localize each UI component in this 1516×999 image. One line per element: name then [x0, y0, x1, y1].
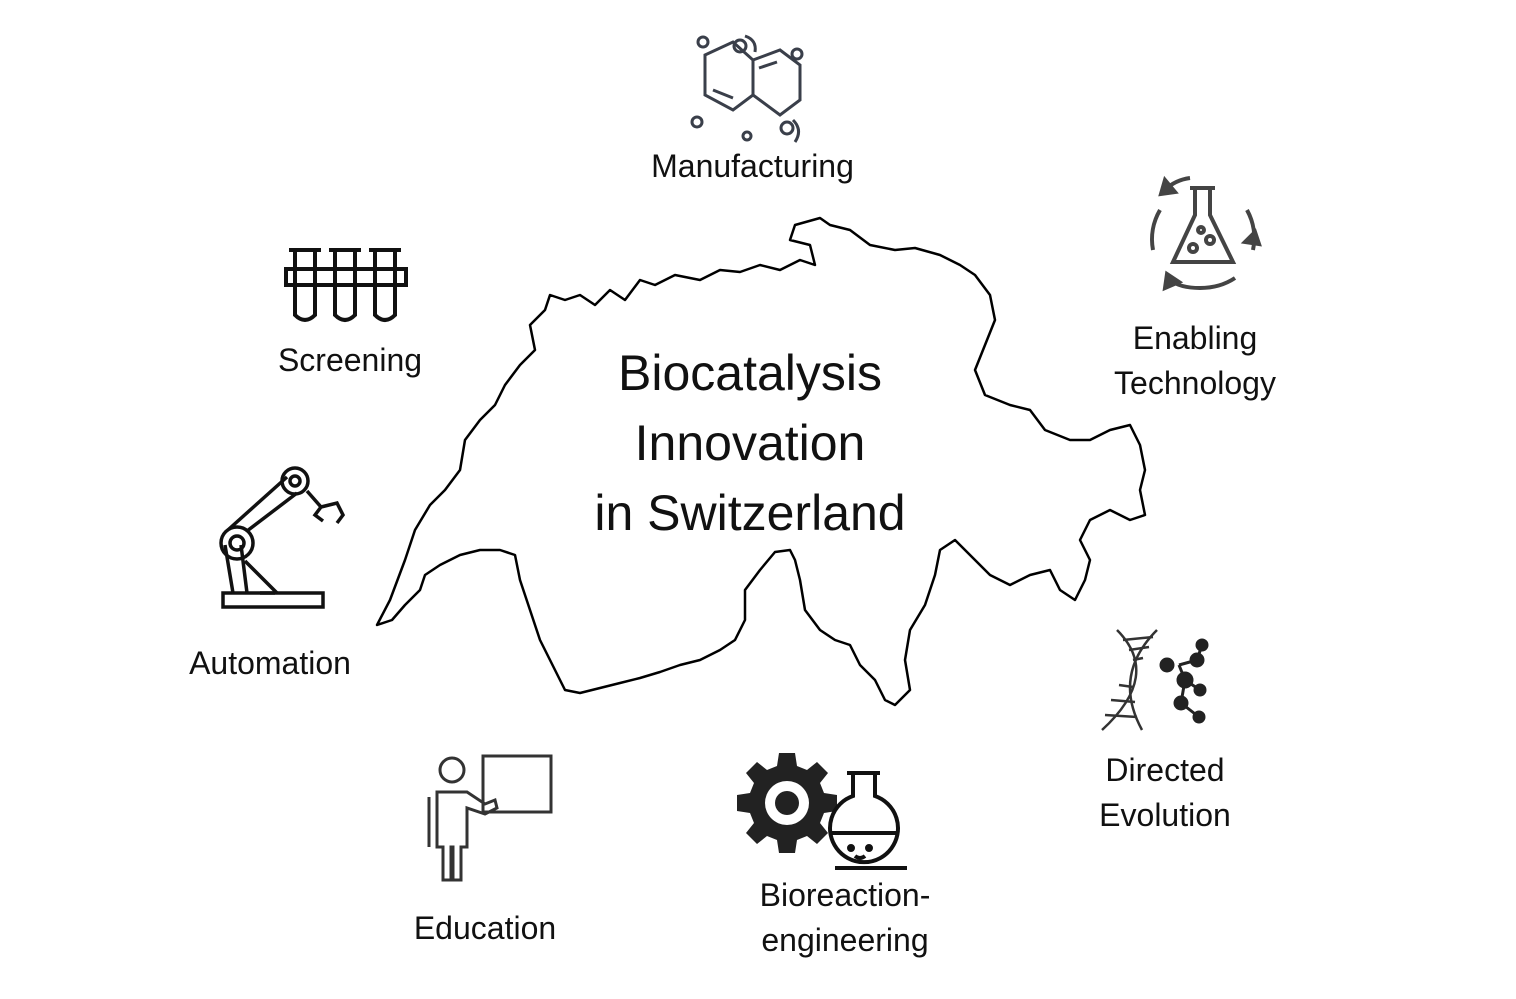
dna-molecule-icon	[1101, 629, 1209, 731]
title-line-2: Innovation	[634, 415, 866, 471]
label-education: Education	[413, 910, 557, 946]
label-enabling-line-2: Technology	[1114, 365, 1276, 401]
flask-cycle-icon	[1150, 175, 1262, 292]
label-automation: Automation	[189, 645, 351, 681]
robot-arm-icon	[219, 466, 346, 609]
teacher-board-icon	[427, 754, 553, 882]
label-directed-line-2: Evolution	[1099, 797, 1231, 833]
label-bioreaction-line-2: engineering	[761, 922, 929, 958]
title-line-1: Biocatalysis	[618, 345, 882, 401]
label-bioreaction-engineering: Bioreaction- engineering	[745, 873, 945, 963]
label-screening: Screening	[277, 342, 423, 378]
label-bioreaction-line-1: Bioreaction-	[759, 877, 931, 913]
molecule-icon	[690, 34, 804, 143]
label-directed-line-1: Directed	[1105, 752, 1225, 788]
title-line-3: in Switzerland	[594, 485, 906, 541]
label-enabling-line-1: Enabling	[1132, 320, 1258, 356]
label-enabling-technology: Enabling Technology	[1105, 316, 1285, 406]
label-manufacturing: Manufacturing	[651, 148, 854, 184]
diagram-title: Biocatalysis Innovation in Switzerland	[560, 338, 940, 548]
test-tubes-icon	[284, 248, 408, 322]
gear-flask-icon	[737, 753, 907, 870]
label-directed-evolution: Directed Evolution	[1085, 748, 1245, 838]
